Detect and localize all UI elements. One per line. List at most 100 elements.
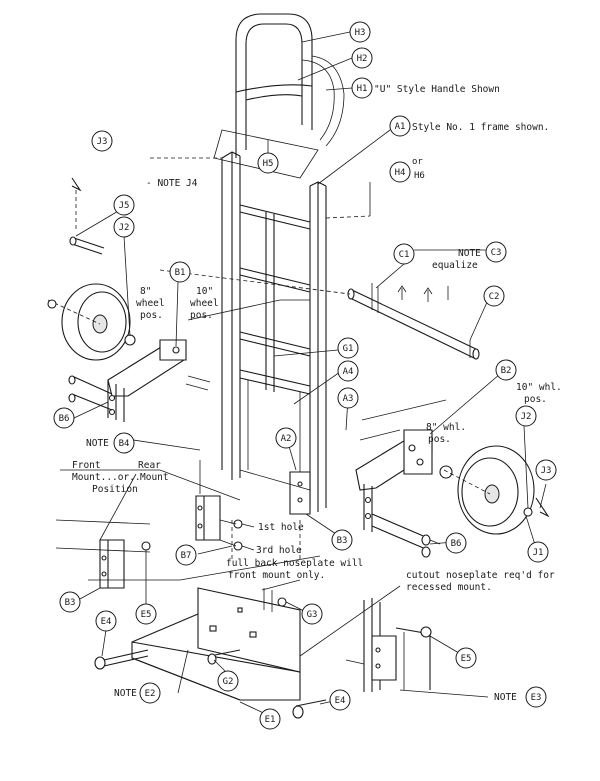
whl8-line1: 8" whl. <box>426 422 466 433</box>
wheel8-line2: wheel <box>136 298 165 309</box>
wheel10-line3: pos. <box>190 310 213 321</box>
guide-lines <box>55 157 447 581</box>
wheel8-line1: 8" <box>140 286 151 297</box>
callout-g1: G1 <box>337 337 359 359</box>
svg-text:C1: C1 <box>399 250 410 260</box>
callout-j1: J1 <box>527 541 549 563</box>
svg-text:B6: B6 <box>59 414 70 424</box>
svg-text:B6: B6 <box>451 539 462 549</box>
callout-e3: E3 <box>525 686 547 708</box>
front-line1: Front <box>72 460 101 471</box>
svg-text:J3: J3 <box>541 466 552 476</box>
callout-c2: C2 <box>483 285 505 307</box>
svg-text:A4: A4 <box>343 367 354 377</box>
svg-text:B2: B2 <box>501 366 512 376</box>
svg-text:B7: B7 <box>181 551 192 561</box>
svg-text:E2: E2 <box>145 689 156 699</box>
callout-j3-right: J3 <box>535 459 557 481</box>
callout-b7: B7 <box>175 544 197 566</box>
svg-text:G1: G1 <box>343 344 354 354</box>
callout-h5: H5 <box>257 152 279 174</box>
svg-text:H5: H5 <box>263 159 274 169</box>
svg-text:E5: E5 <box>461 654 472 664</box>
svg-text:J2: J2 <box>119 223 130 233</box>
callout-c1: C1 <box>393 243 415 265</box>
svg-text:E4: E4 <box>335 696 346 706</box>
fullback-line2: front mount only. <box>228 570 325 581</box>
main-frame <box>221 151 327 512</box>
rear-line2: Mount <box>140 472 169 483</box>
callout-circles: H3 H2 H1 A1 J3 H5 H4 J5 J2 B1 C1 C3 C2 G… <box>53 21 557 730</box>
position-text: Position <box>92 484 138 495</box>
callout-e2: E2 <box>139 682 161 704</box>
right-axle-bracket <box>355 429 441 558</box>
u-handle <box>213 13 345 179</box>
note-b4-label: NOTE <box>86 438 109 449</box>
callout-h4: H4 <box>389 161 411 183</box>
svg-text:J2: J2 <box>521 412 532 422</box>
wheel10-line1: 10" <box>196 286 213 297</box>
callout-a3: A3 <box>337 387 359 409</box>
fullback-line1: full back noseplate will <box>226 558 363 569</box>
svg-text:E4: E4 <box>101 617 112 627</box>
callout-g2: G2 <box>217 670 239 692</box>
svg-text:H3: H3 <box>355 28 366 38</box>
callout-b1: B1 <box>169 261 191 283</box>
lower-mount-brackets <box>99 471 311 589</box>
cutout-line2: recessed mount. <box>406 582 492 593</box>
front-line2: Mount...or.. <box>72 472 141 483</box>
callout-h2: H2 <box>351 47 373 69</box>
callout-e4-left: E4 <box>95 610 117 632</box>
callout-b2: B2 <box>495 359 517 381</box>
callout-b6-left: B6 <box>53 407 75 429</box>
svg-text:B4: B4 <box>119 439 130 449</box>
handle-style-note: "U" Style Handle Shown <box>374 84 500 95</box>
h4-or-text: or <box>412 157 423 167</box>
whl10-line2: pos. <box>524 394 547 405</box>
whl8-line2: pos. <box>428 434 451 445</box>
svg-text:J1: J1 <box>533 548 544 558</box>
svg-text:C2: C2 <box>489 292 500 302</box>
callout-b6-right: B6 <box>445 532 467 554</box>
callout-b3-center: B3 <box>331 529 353 551</box>
note-e2-label: NOTE <box>114 688 137 699</box>
callout-a4: A4 <box>337 360 359 382</box>
right-wheel <box>439 445 550 535</box>
svg-text:B3: B3 <box>65 598 76 608</box>
axle-c2 <box>159 269 480 360</box>
callout-c3: C3 <box>485 241 507 263</box>
callout-b3-left: B3 <box>59 591 81 613</box>
callout-g3: G3 <box>301 603 323 625</box>
svg-text:H4: H4 <box>395 168 406 178</box>
svg-text:H1: H1 <box>357 84 368 94</box>
svg-text:G3: G3 <box>307 610 318 620</box>
note-j4: - NOTE J4 <box>146 178 198 189</box>
callout-j5: J5 <box>113 194 135 216</box>
rear-line1: Rear <box>138 460 161 471</box>
svg-text:J5: J5 <box>119 201 130 211</box>
note-c3-label: NOTE <box>458 248 481 259</box>
callout-j2-left: J2 <box>113 216 135 238</box>
third-hole-text: 3rd hole <box>256 545 302 556</box>
svg-text:A1: A1 <box>395 122 406 132</box>
recessed-mount <box>345 598 432 692</box>
svg-text:E1: E1 <box>265 715 276 725</box>
callout-a2: A2 <box>275 427 297 449</box>
callout-j3-upper: J3 <box>91 130 113 152</box>
whl10-line1: 10" whl. <box>516 382 562 393</box>
callout-h3: H3 <box>349 21 371 43</box>
svg-text:H2: H2 <box>357 54 368 64</box>
callout-e5-left: E5 <box>135 603 157 625</box>
noseplate <box>94 587 327 719</box>
svg-text:J3: J3 <box>97 137 108 147</box>
svg-text:E3: E3 <box>531 693 542 703</box>
callout-b4: B4 <box>113 432 135 454</box>
callout-e1: E1 <box>259 708 281 730</box>
svg-text:C3: C3 <box>491 248 502 258</box>
left-wheel <box>47 177 136 361</box>
equalize-text: equalize <box>432 260 478 271</box>
callout-e4-right: E4 <box>329 689 351 711</box>
first-hole-text: 1st hole <box>258 522 304 533</box>
callout-a1: A1 <box>389 115 411 137</box>
